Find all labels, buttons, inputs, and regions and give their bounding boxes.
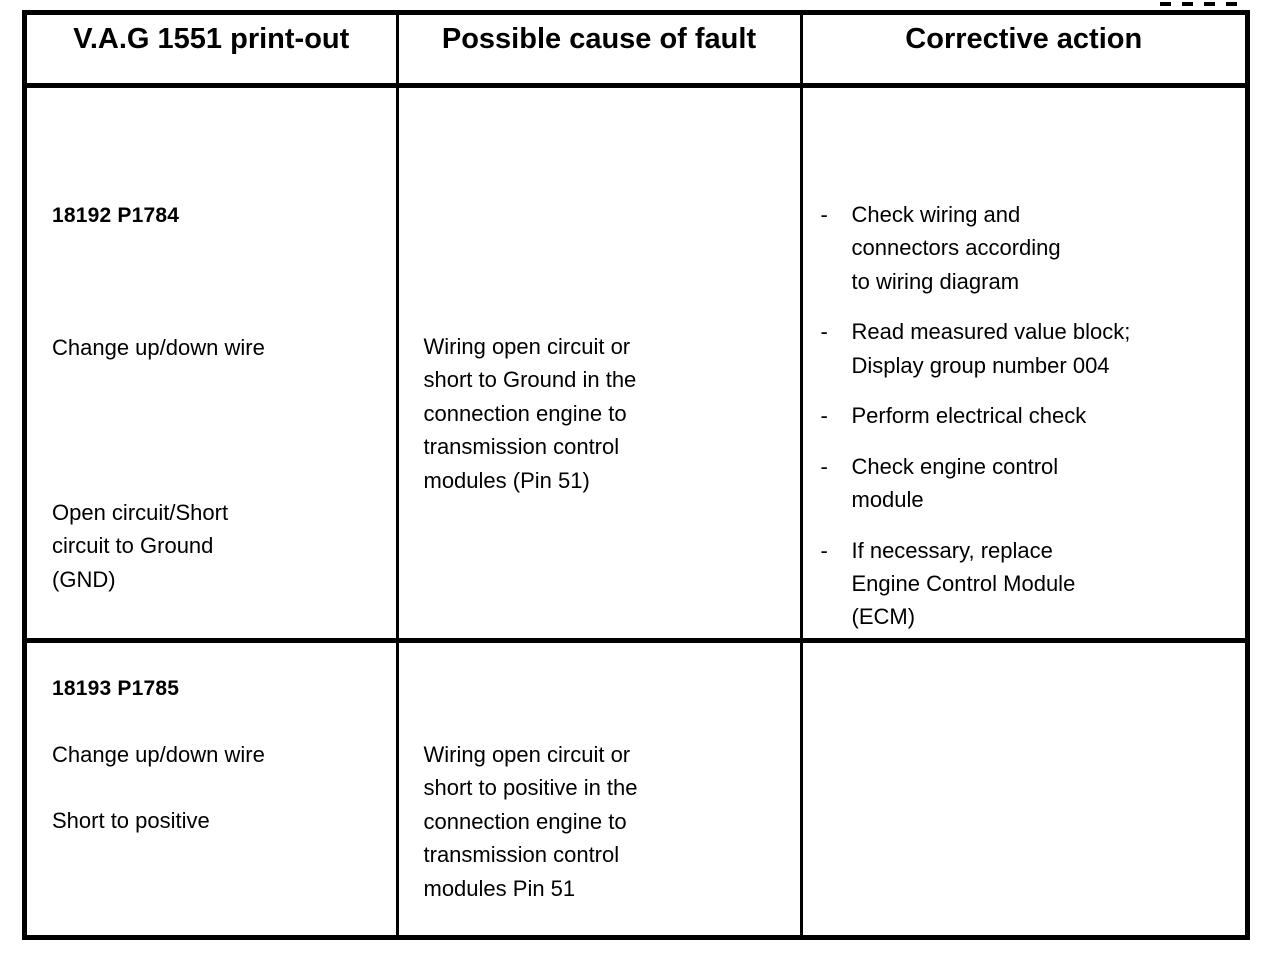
column-header-action-label: Corrective action (905, 23, 1143, 55)
cell-printout-row1: 18192 P1784 Change up/down wire Open cir… (27, 85, 399, 643)
corrective-action-list: - Check wiring and connectors according … (821, 198, 1238, 634)
fault-description: Change up/down wire (52, 335, 265, 360)
column-header-cause-label: Possible cause of fault (441, 23, 757, 55)
list-item: - Check wiring and connectors according … (821, 198, 1238, 298)
corrective-action-text: Perform electrical check (851, 403, 1087, 429)
bullet-dash-icon: - (820, 453, 828, 479)
corrective-action-text: Check wiring and connectors according to… (851, 202, 1061, 294)
list-item: - Check engine control module (821, 450, 1238, 517)
possible-cause-text: Wiring open circuit or short to positive… (423, 742, 638, 901)
cell-cause-row2: Wiring open circuit or short to positive… (395, 640, 803, 935)
fault-code: 18193 P1785 (52, 677, 180, 700)
list-item: - If necessary, replace Engine Control M… (821, 534, 1238, 634)
bullet-dash-icon: - (820, 202, 828, 227)
top-dashed-rule-artifact (1160, 2, 1242, 6)
column-header-printout-label: V.A.G 1551 print-out (73, 23, 350, 55)
column-header-cause: Possible cause of fault (395, 15, 803, 88)
cell-action-row2 (799, 640, 1246, 935)
list-item: - Read measured value block; Display gro… (821, 315, 1238, 382)
bullet-dash-icon: - (820, 319, 828, 345)
corrective-action-text: Read measured value block; Display group… (851, 319, 1131, 378)
cell-printout-row2: 18193 P1785 Change up/down wire Short to… (27, 640, 399, 935)
possible-cause-text: Wiring open circuit or short to Ground i… (423, 334, 637, 493)
column-header-action: Corrective action (799, 15, 1245, 88)
fault-code: 18192 P1784 (52, 204, 180, 227)
fault-description: Change up/down wire (52, 742, 265, 767)
bullet-dash-icon: - (820, 537, 828, 563)
table-header-row: V.A.G 1551 print-out Possible cause of f… (27, 15, 1245, 88)
fault-code-table: V.A.G 1551 print-out Possible cause of f… (22, 10, 1250, 940)
corrective-action-text: Check engine control module (851, 453, 1059, 513)
fault-detail: Short to positive (52, 808, 210, 833)
list-item: - Perform electrical check (821, 399, 1238, 432)
corrective-action-empty (803, 643, 1246, 935)
column-header-printout: V.A.G 1551 print-out (27, 15, 399, 88)
cell-cause-row1: Wiring open circuit or short to Ground i… (395, 85, 803, 643)
table-row: 18193 P1785 Change up/down wire Short to… (27, 640, 1246, 935)
cell-action-row1: - Check wiring and connectors according … (799, 85, 1245, 643)
fault-detail: Open circuit/Short circuit to Ground (GN… (52, 500, 229, 592)
corrective-action-text: If necessary, replace Engine Control Mod… (851, 537, 1076, 630)
table-row: 18192 P1784 Change up/down wire Open cir… (27, 85, 1245, 643)
bullet-dash-icon: - (820, 403, 828, 429)
